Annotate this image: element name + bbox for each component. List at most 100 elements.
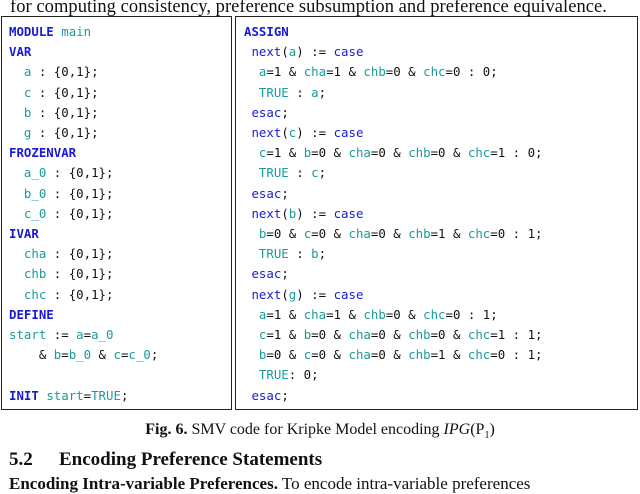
code-text <box>244 226 259 241</box>
code-line: VAR <box>9 42 158 62</box>
code-identifier: chb <box>408 226 431 242</box>
code-text: := <box>46 327 77 343</box>
paragraph-start: Encoding Intra-variable Preferences. To … <box>9 474 530 494</box>
code-text: =0 & <box>370 327 409 343</box>
code-keyword: next <box>251 286 282 302</box>
code-identifier: g <box>288 286 297 302</box>
code-identifier: c <box>288 125 297 141</box>
code-text <box>9 186 24 201</box>
code-line: TRUE : c; <box>244 163 543 183</box>
figure-label: Fig. 6. <box>145 421 188 438</box>
code-identifier: c_0 <box>23 205 47 221</box>
code-text: ; <box>281 266 289 282</box>
code-identifier: b_0 <box>23 185 47 201</box>
code-keyword: VAR <box>9 44 32 60</box>
code-text: =0 & <box>266 226 304 242</box>
code-line: MODULE main <box>9 22 158 42</box>
code-text <box>244 327 259 342</box>
code-identifier: c <box>23 84 32 100</box>
code-identifier: cha <box>348 347 371 363</box>
code-text: & <box>9 347 54 363</box>
code-text: =0 & <box>370 145 409 161</box>
code-line: next(g) := case <box>244 285 543 305</box>
code-text: ) := <box>296 205 334 221</box>
code-identifier: b <box>303 145 312 161</box>
figure-caption: Fig. 6. SMV code for Kripke Model encodi… <box>0 421 640 441</box>
code-text: =0 & <box>385 306 424 322</box>
code-text <box>9 85 24 100</box>
code-line: next(a) := case <box>244 42 543 62</box>
code-identifier: a_0 <box>23 165 47 181</box>
code-identifier: chc <box>467 145 491 161</box>
code-identifier: cha <box>348 327 371 343</box>
code-line: a : {0,1}; <box>9 62 158 82</box>
code-identifier: chb <box>23 266 47 282</box>
code-text: ; <box>150 347 159 363</box>
code-text: : {0,1}; <box>31 84 99 100</box>
code-line: next(c) := case <box>244 123 543 143</box>
caption-math: IPG <box>443 421 471 438</box>
code-text <box>9 64 24 79</box>
code-identifier: a <box>23 64 32 80</box>
code-identifier: cha <box>23 246 47 262</box>
code-line: & b=b_0 & c=c_0; <box>9 345 158 365</box>
code-line: a_0 : {0,1}; <box>9 163 158 183</box>
code-text: & <box>91 347 114 363</box>
code-line: TRUE : a; <box>244 83 543 103</box>
code-text: ( <box>281 286 289 302</box>
code-line: esac; <box>244 103 543 123</box>
code-keyword: case <box>333 125 364 141</box>
code-identifier: cha <box>348 226 371 242</box>
code-text: =0 : 1; <box>490 226 543 242</box>
code-keyword: IVAR <box>9 226 39 242</box>
code-text <box>9 105 24 120</box>
code-text: : 0; <box>288 367 319 383</box>
code-text: : {0,1}; <box>31 64 99 80</box>
code-text: =1 & <box>430 226 468 242</box>
code-identifier: chc <box>467 327 491 343</box>
code-keyword: FROZENVAR <box>9 145 77 161</box>
code-line: esac; <box>244 264 543 284</box>
code-text <box>244 367 259 382</box>
code-keyword: DEFINE <box>9 306 54 322</box>
code-line: a=1 & cha=1 & chb=0 & chc=0 : 0; <box>244 62 543 82</box>
code-keyword: case <box>333 205 364 221</box>
code-text <box>9 206 24 221</box>
code-identifier: b <box>23 104 32 120</box>
code-text: =1 & <box>266 327 304 343</box>
code-text: : {0,1}; <box>46 286 114 302</box>
code-identifier: chc <box>423 64 446 80</box>
code-text <box>9 125 24 140</box>
code-line: esac; <box>244 184 543 204</box>
code-line: b_0 : {0,1}; <box>9 184 158 204</box>
code-text: =0 : 1; <box>490 347 543 363</box>
code-text: = <box>83 327 92 343</box>
code-line: FROZENVAR <box>9 143 158 163</box>
code-text: = <box>83 387 92 403</box>
code-text: =0 & <box>311 327 349 343</box>
code-text: =1 & <box>266 306 304 322</box>
code-text: : <box>288 84 312 100</box>
code-text: ) := <box>296 286 334 302</box>
code-text: : {0,1}; <box>46 185 114 201</box>
code-text <box>244 85 259 100</box>
code-keyword: MODULE <box>9 24 54 39</box>
caption-text: SMV code for Kripke Model encoding <box>187 421 444 438</box>
code-line: esac; <box>244 386 543 406</box>
code-keyword: next <box>251 125 282 141</box>
code-line: INIT start=TRUE; <box>9 386 158 406</box>
code-text <box>244 347 259 362</box>
code-identifier: TRUE <box>258 367 289 383</box>
code-keyword: esac <box>251 266 282 282</box>
code-line: c : {0,1}; <box>9 83 158 103</box>
code-identifier: chc <box>423 306 446 322</box>
smv-code-panel-right: ASSIGN next(a) := case a=1 & cha=1 & chb… <box>235 16 638 410</box>
smv-code-right: ASSIGN next(a) := case a=1 & cha=1 & chb… <box>244 22 543 406</box>
code-line: c=1 & b=0 & cha=0 & chb=0 & chc=1 : 1; <box>244 325 543 345</box>
code-identifier: a <box>288 44 297 60</box>
code-line: DEFINE <box>9 305 158 325</box>
code-text: : {0,1}; <box>46 246 114 262</box>
code-line: a=1 & cha=1 & chb=0 & chc=0 : 1; <box>244 305 543 325</box>
